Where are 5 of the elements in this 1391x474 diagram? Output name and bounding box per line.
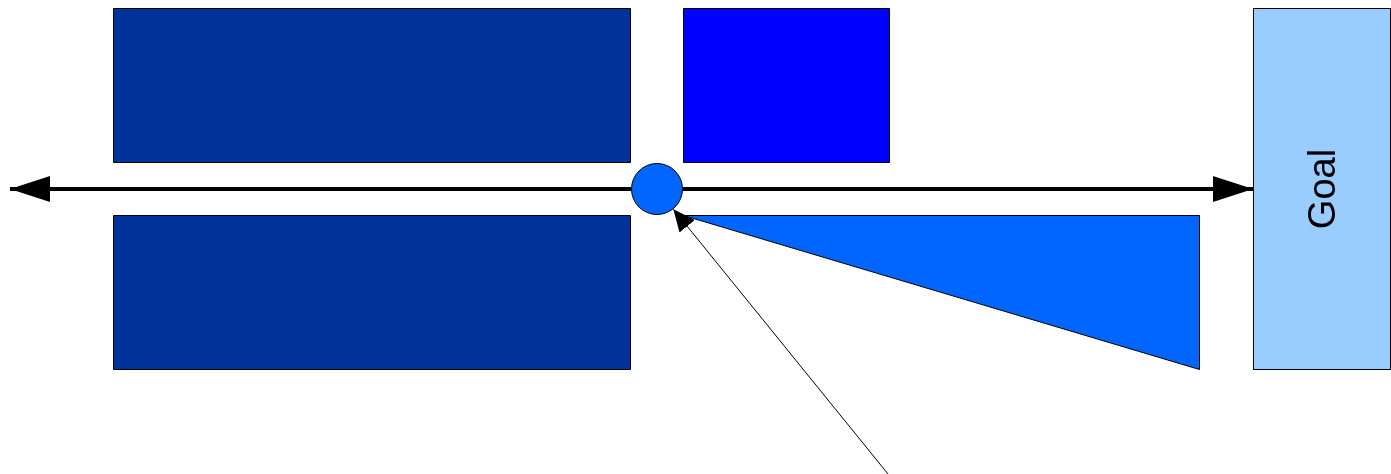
arrow: [683, 176, 1253, 202]
arrow: [10, 176, 631, 202]
arrow: [672, 208, 889, 474]
goal-label: Goal: [1300, 148, 1344, 230]
goal-box: [1253, 8, 1391, 370]
